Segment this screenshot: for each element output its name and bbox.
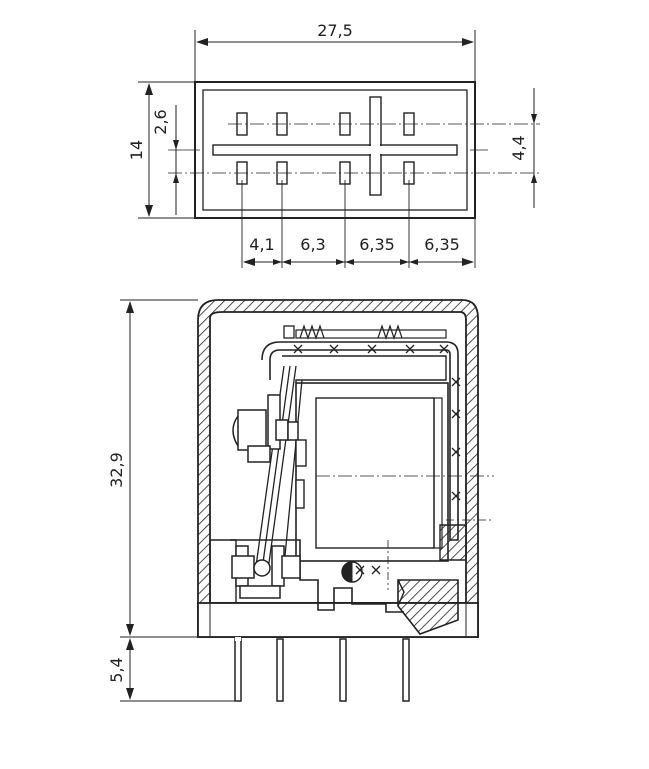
- winding-marks: [293, 344, 461, 575]
- pin: [339, 638, 347, 702]
- dim-pitch-2: 6,3: [300, 235, 325, 254]
- dim-pin-row-spacing: 4,4: [509, 135, 528, 160]
- dim-pitch-4: 6,35: [424, 235, 460, 254]
- top-view: 27,5: [127, 21, 540, 268]
- terminal-block: [397, 579, 459, 635]
- pin: [276, 638, 284, 702]
- coil-body: [315, 397, 435, 549]
- pin: [402, 638, 410, 702]
- rivet: [341, 561, 353, 583]
- pin: [234, 638, 242, 702]
- armature-frame: [261, 341, 459, 541]
- rib-horizontal: [212, 144, 458, 156]
- side-view: 32,9 5,4: [107, 299, 494, 702]
- contact-blades: [255, 365, 303, 571]
- dim-body-height: 32,9: [107, 452, 126, 488]
- dim-pin-length: 5,4: [107, 657, 126, 682]
- lower-contact: [231, 545, 301, 599]
- dim-pitch-1: 4,1: [249, 235, 274, 254]
- dim-overall-height: 14: [127, 140, 146, 160]
- dim-pitch-3: 6,35: [359, 235, 395, 254]
- spring-right: [377, 324, 403, 340]
- top-body-inner: [202, 89, 468, 211]
- spring-left: [299, 324, 325, 340]
- dim-pin-row-offset: 2,6: [151, 109, 170, 134]
- side-pins: [234, 638, 410, 702]
- coil-frame: [295, 382, 449, 562]
- dim-overall-width: 27,5: [317, 21, 353, 40]
- upper-contact: [232, 394, 299, 463]
